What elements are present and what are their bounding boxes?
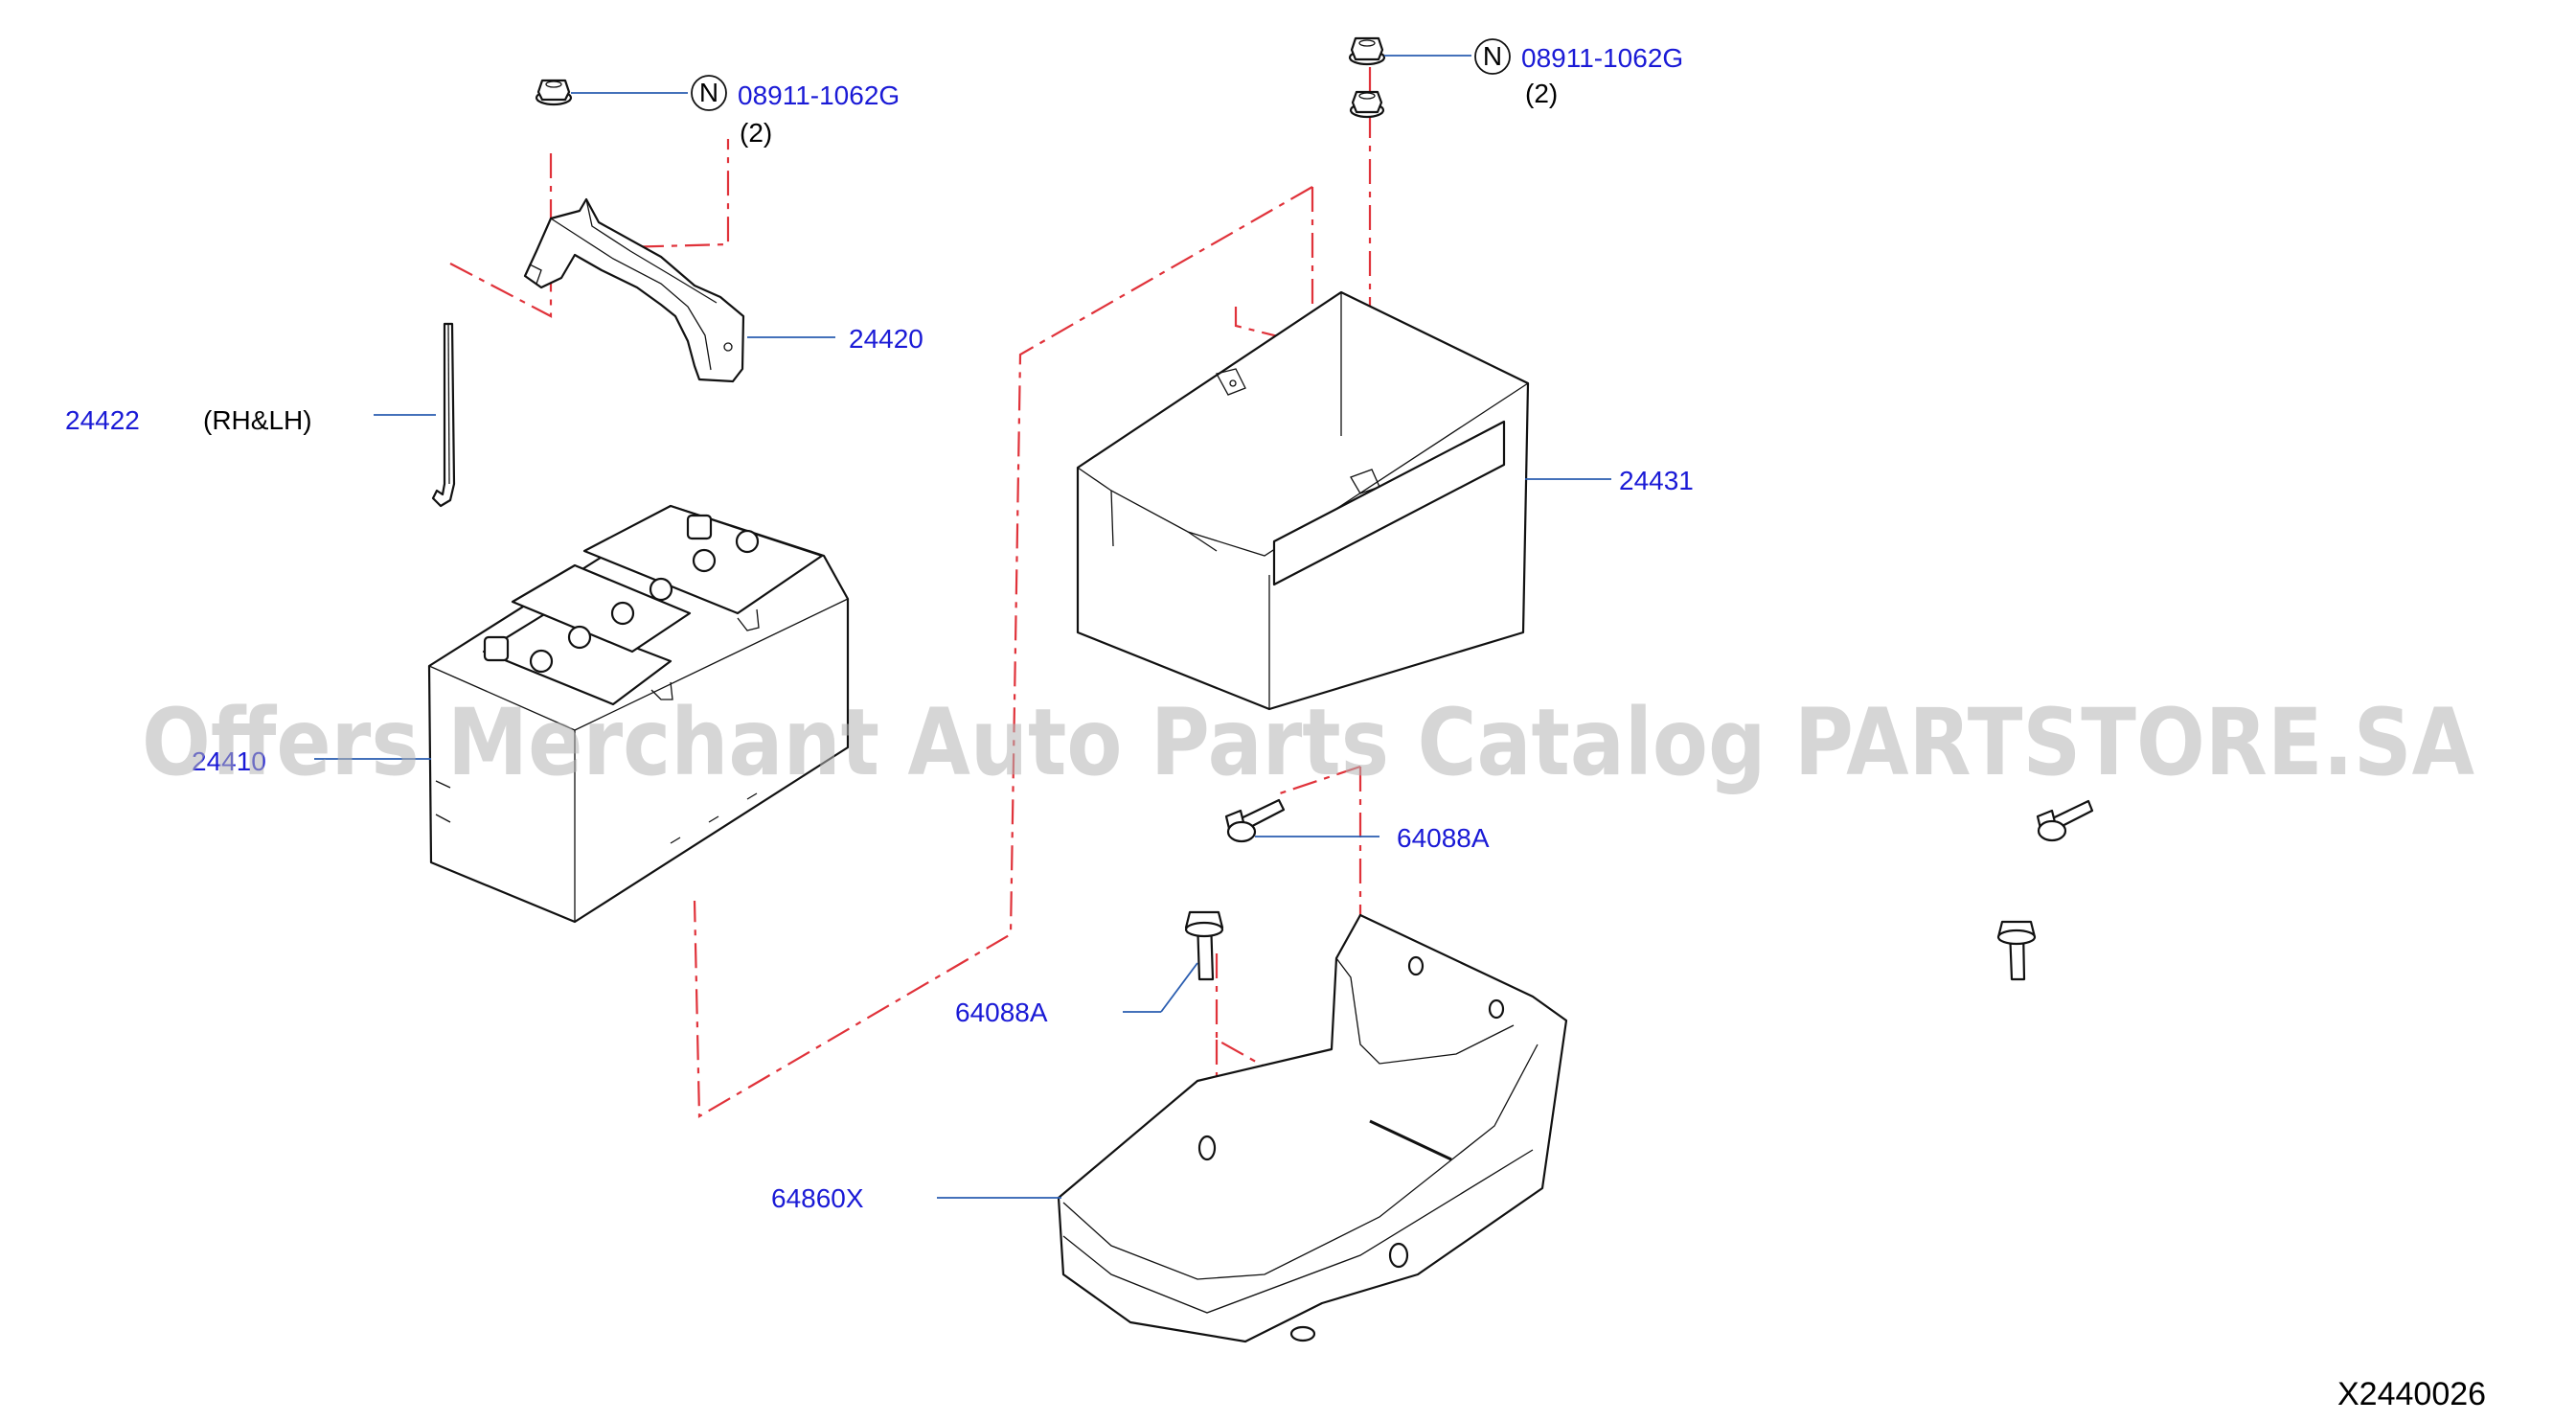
bolt-upper[interactable] — [1224, 798, 1286, 843]
battery-frame[interactable] — [523, 197, 745, 383]
flange-nut-left[interactable] — [535, 79, 573, 106]
bolt-spare-upper[interactable] — [2036, 799, 2094, 842]
battery-tray[interactable] — [1057, 913, 1568, 1343]
battery-case[interactable] — [1076, 290, 1530, 711]
flange-nut-right-upper[interactable] — [1348, 36, 1386, 66]
leader-bolt-lower-angle — [1160, 962, 1198, 1013]
qty-nut-right: (2) — [1525, 79, 1558, 108]
callout-bolt-upper[interactable]: 64088A — [1397, 823, 1490, 853]
callout-rod[interactable]: 24422 — [65, 405, 140, 435]
callout-nut-left[interactable]: 08911-1062G — [738, 80, 900, 110]
qty-nut-left: (2) — [740, 118, 772, 148]
callout-case[interactable]: 24431 — [1619, 466, 1694, 495]
flange-nut-right-lower[interactable] — [1349, 90, 1385, 119]
callout-nut-right[interactable]: 08911-1062G — [1521, 43, 1683, 73]
battery[interactable] — [427, 504, 850, 924]
watermark-text: Offers Merchant Auto Parts Catalog PARTS… — [142, 689, 2474, 796]
nut-symbol-left: N — [691, 75, 727, 111]
svg-text:N: N — [699, 78, 718, 107]
hold-down-rod[interactable] — [431, 322, 456, 508]
callout-frame[interactable]: 24420 — [849, 324, 923, 354]
callout-tray[interactable]: 64860X — [771, 1183, 864, 1213]
bolt-spare-lower[interactable] — [1996, 920, 2037, 981]
rod-side-note: (RH&LH) — [203, 405, 312, 435]
bolt-lower[interactable] — [1184, 910, 1224, 981]
callout-bolt-lower[interactable]: 64088A — [955, 998, 1048, 1027]
diagram-code: X2440026 — [2337, 1376, 2486, 1412]
nut-symbol-right: N — [1474, 38, 1511, 75]
svg-text:N: N — [1483, 41, 1502, 71]
callout-battery[interactable]: 24410 — [192, 746, 266, 776]
